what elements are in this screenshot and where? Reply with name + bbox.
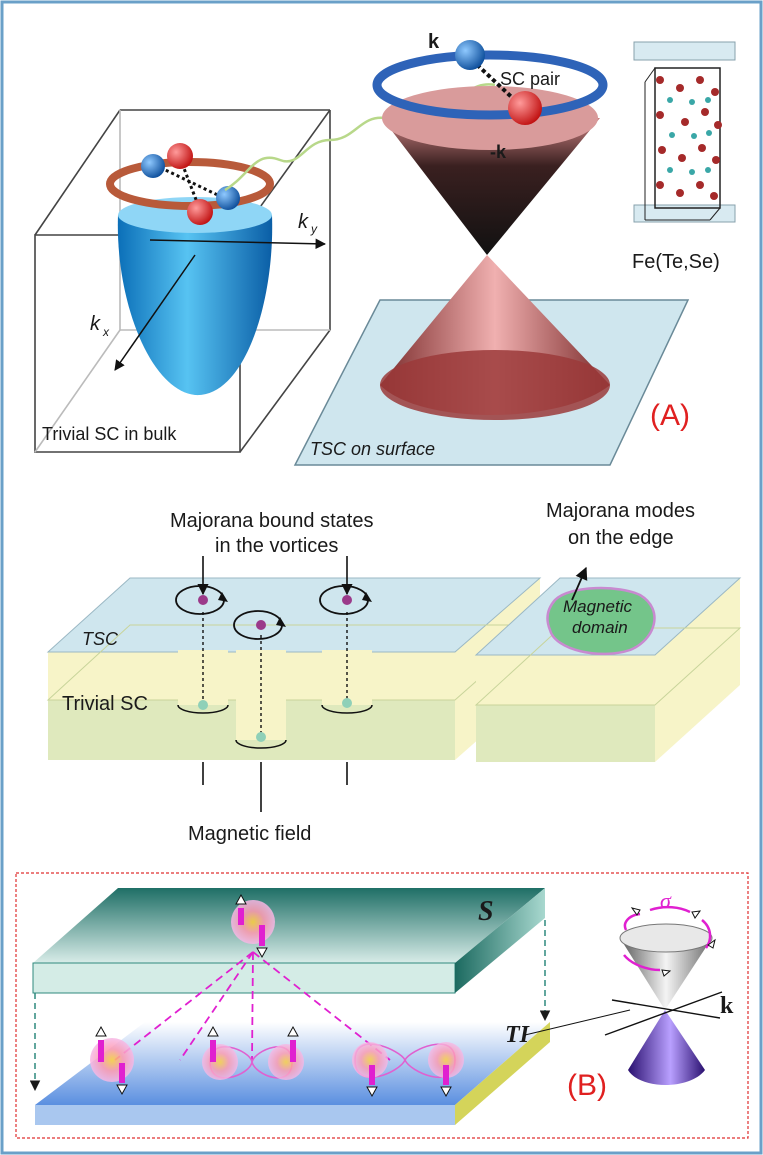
vortex-core-mode-2 (256, 732, 266, 742)
vortex-core-mode-3 (342, 698, 352, 708)
edge-slab-front (476, 655, 655, 705)
trivial-sc-label: Trivial SC (62, 693, 148, 715)
bulk-electron-red-1 (167, 143, 193, 169)
ti-state-left (90, 1038, 134, 1082)
vortex-panel: Majorana bound states in the vortices TS… (46, 500, 742, 845)
ky-label: k (298, 211, 309, 233)
surface-pair-link (470, 58, 522, 107)
kx-subscript: x (102, 325, 110, 339)
s-label: S (478, 896, 494, 927)
tsc-surface-label: TSC on surface (310, 439, 435, 459)
domain-label-line1: Magnetic (563, 597, 632, 616)
kx-label: k (90, 313, 101, 335)
k-label: k (428, 31, 440, 53)
helical-cone-lower (628, 1010, 705, 1085)
sc-pair-label: SC pair (500, 69, 560, 89)
vortex-tube-3 (322, 650, 372, 705)
vortex-majorana-2 (256, 620, 266, 630)
surface-electron-blue (455, 40, 485, 70)
panel-b: S TI (15, 872, 749, 1139)
magnetic-field-label: Magnetic field (188, 823, 311, 845)
sigma-label: σ (660, 888, 672, 913)
magnetic-domain (546, 586, 656, 656)
surface-electron-red (508, 91, 542, 125)
ti-slab-side (455, 1022, 550, 1125)
edge-modes-line1: Majorana modes (546, 500, 695, 522)
bound-states-line1: Majorana bound states (170, 510, 373, 532)
trivial-bulk-label: Trivial SC in bulk (42, 424, 177, 444)
edge-modes-line2: on the edge (568, 527, 674, 549)
surface-pair-ring (372, 50, 608, 120)
panel-a: k y k x Trivial SC in bulk TSC on surfac… (34, 31, 736, 466)
edge-slab-side (655, 578, 740, 762)
s-cooper-pair (231, 900, 275, 944)
s-slab-top (33, 888, 545, 963)
surface-cone-lower-base (380, 350, 610, 420)
vortex-tube-1 (178, 650, 228, 705)
s-slab-side (455, 888, 545, 993)
vortex-majorana-1 (198, 595, 208, 605)
vortex-tsc-top (46, 577, 542, 653)
bulk-electron-red-2 (187, 199, 213, 225)
bulk-electron-blue-2 (216, 186, 240, 210)
panel-b-label: (B) (567, 1069, 607, 1102)
s-slab-front (32, 962, 456, 994)
surface-cone-upper (382, 118, 600, 255)
material-label: Fe(Te,Se) (632, 251, 720, 273)
bound-states-line2: in the vortices (215, 535, 338, 557)
panel-a-label: (A) (650, 399, 690, 432)
crystal-structure (633, 41, 736, 223)
tsc-label: TSC (82, 629, 119, 649)
neg-k-label: -k (490, 142, 507, 162)
ti-slab-front (35, 1105, 455, 1125)
ky-axis (149, 238, 327, 250)
vortex-majorana-3 (342, 595, 352, 605)
ky-subscript: y (310, 222, 318, 236)
bulk-pair-link-2 (154, 163, 229, 202)
vortex-core-mode-1 (198, 700, 208, 710)
cone-k-label: k (720, 993, 734, 1019)
bulk-paraboloid (117, 215, 273, 396)
panel-b-frame (15, 872, 749, 1139)
kx-axis (114, 254, 196, 371)
bulk-electron-blue-1 (141, 154, 165, 178)
domain-label-line2: domain (572, 618, 628, 637)
